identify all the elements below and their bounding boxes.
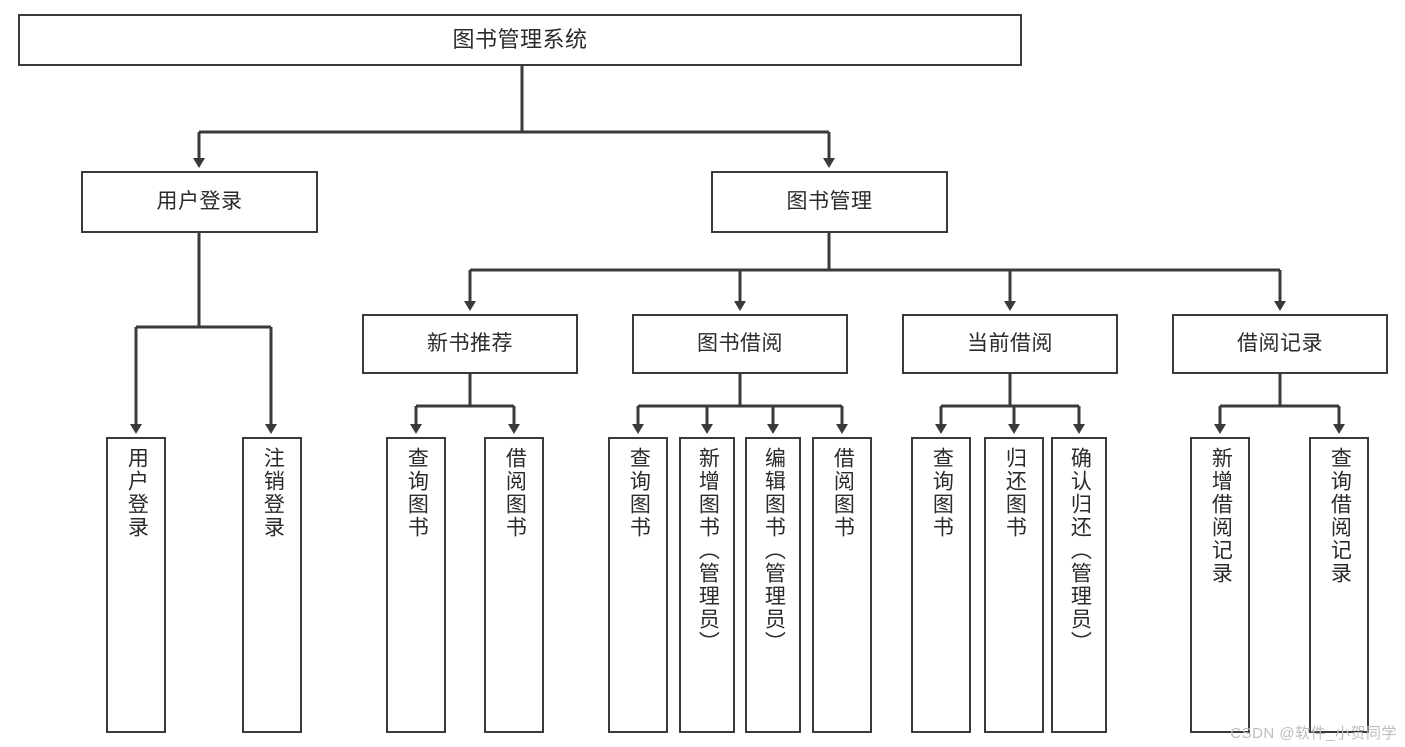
- node-leaf-注销登录-1[interactable]: 注销登录: [242, 437, 302, 733]
- node-leaf-借阅图书-3[interactable]: 借阅图书: [484, 437, 544, 733]
- node-label: 注销登录: [261, 447, 285, 539]
- node-leaf-查询图书-2[interactable]: 查询图书: [386, 437, 446, 733]
- node-leaf-查询图书-4[interactable]: 查询图书: [608, 437, 668, 733]
- node-level1-图书管理-1[interactable]: 图书管理: [711, 171, 948, 233]
- node-label: 当前借阅: [967, 332, 1053, 356]
- node-label: 查询图书: [627, 447, 651, 539]
- node-label: 新书推荐: [427, 332, 513, 356]
- node-label: 图书管理系统: [452, 26, 588, 52]
- node-leaf-用户登录-0[interactable]: 用户登录: [106, 437, 166, 733]
- node-level2-图书借阅-1[interactable]: 图书借阅: [632, 314, 848, 374]
- node-label: 归还图书: [1003, 447, 1027, 539]
- node-label: 新增借阅记录: [1209, 447, 1233, 585]
- node-level2-当前借阅-2[interactable]: 当前借阅: [902, 314, 1118, 374]
- node-label: 确认归还（管理员）: [1068, 447, 1092, 654]
- node-leaf-查询图书-8[interactable]: 查询图书: [911, 437, 971, 733]
- node-label: 用户登录: [125, 447, 149, 539]
- node-label: 借阅图书: [503, 447, 527, 539]
- node-level2-新书推荐-0[interactable]: 新书推荐: [362, 314, 578, 374]
- node-leaf-新增借阅记录-11[interactable]: 新增借阅记录: [1190, 437, 1250, 733]
- node-leaf-归还图书-9[interactable]: 归还图书: [984, 437, 1044, 733]
- node-label: 查询图书: [405, 447, 429, 539]
- csdn-watermark: CSDN @软件_小贺同学: [1230, 725, 1397, 742]
- node-label: 图书管理: [786, 190, 873, 214]
- node-level2-借阅记录-3[interactable]: 借阅记录: [1172, 314, 1388, 374]
- node-leaf-新增图书管理员-5[interactable]: 新增图书（管理员）: [679, 437, 735, 733]
- node-label: 查询借阅记录: [1328, 447, 1352, 585]
- node-label: 新增图书（管理员）: [696, 447, 720, 654]
- node-label: 查询图书: [930, 447, 954, 539]
- node-root-图书管理系统-0[interactable]: 图书管理系统: [18, 14, 1022, 66]
- node-leaf-确认归还管理员-10[interactable]: 确认归还（管理员）: [1051, 437, 1107, 733]
- node-label: 图书借阅: [697, 332, 783, 356]
- node-label: 借阅图书: [831, 447, 855, 539]
- node-label: 借阅记录: [1237, 332, 1323, 356]
- node-leaf-查询借阅记录-12[interactable]: 查询借阅记录: [1309, 437, 1369, 733]
- node-label: 用户登录: [156, 190, 243, 214]
- node-level1-用户登录-0[interactable]: 用户登录: [81, 171, 318, 233]
- node-label: 编辑图书（管理员）: [762, 447, 786, 654]
- node-leaf-编辑图书管理员-6[interactable]: 编辑图书（管理员）: [745, 437, 801, 733]
- node-leaf-借阅图书-7[interactable]: 借阅图书: [812, 437, 872, 733]
